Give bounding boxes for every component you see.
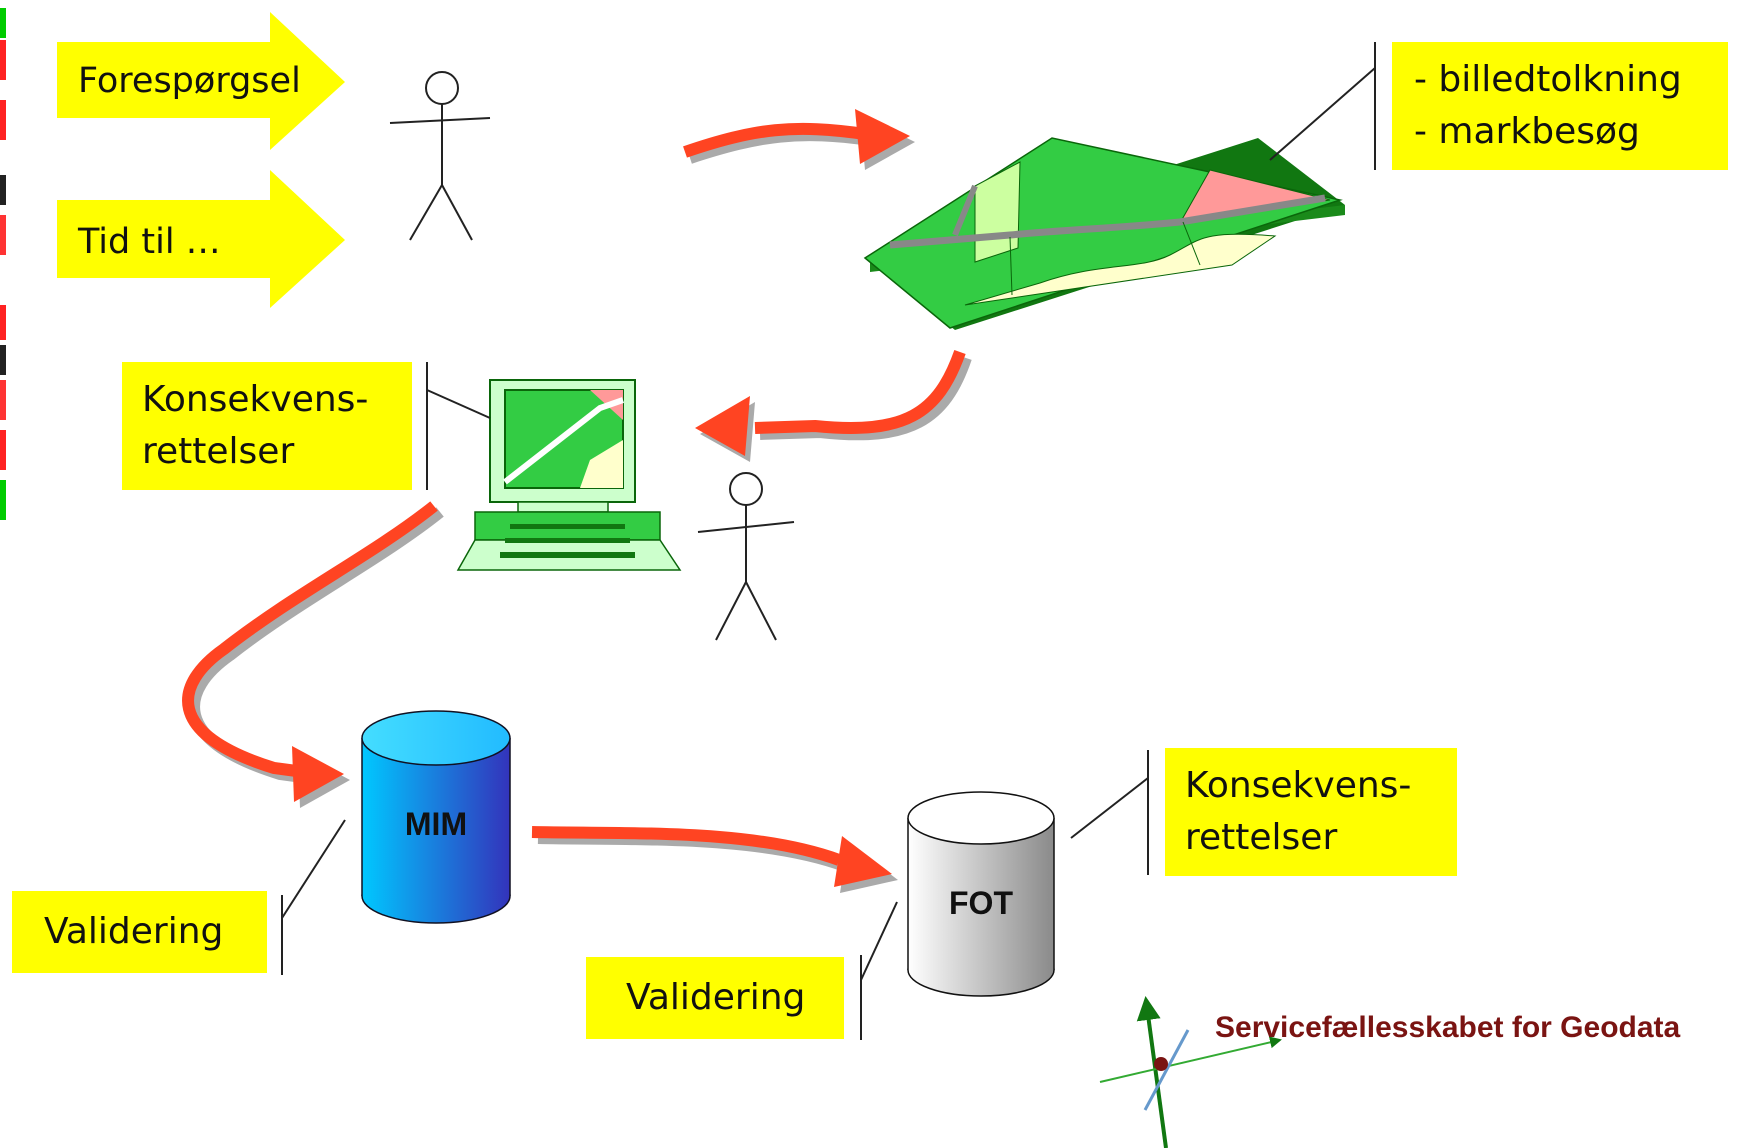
fot-note-callout-line [1070, 750, 1149, 875]
geodata-logo-icon [1099, 996, 1282, 1148]
request-label: Forespørgsel [78, 61, 301, 101]
fot-validation-text: Validering [626, 976, 806, 1018]
time-label: Tid til … [78, 222, 221, 262]
fot-note-line1: Konsekvens- [1185, 764, 1412, 806]
mim-database-icon [361, 710, 511, 924]
flow-arrow-to-fot [531, 826, 898, 893]
terrain-map [863, 137, 1345, 330]
requester-person-icon [389, 71, 491, 241]
workstation-note-line1: Konsekvens- [142, 378, 369, 420]
workstation-note-box: Konsekvens- rettelser [122, 362, 412, 490]
mim-validation-text: Validering [44, 910, 224, 952]
operator-person-icon [697, 472, 795, 641]
field-visit-text: - markbesøg [1414, 111, 1640, 152]
fot-database-label: FOT [949, 885, 1013, 921]
flow-arrow-to-mim [182, 501, 444, 808]
organization-logo-text: Servicefællesskabet for Geodata [1215, 1011, 1681, 1044]
mim-validation-box: Validering [12, 891, 267, 973]
clipped-edge-marks [0, 8, 6, 520]
workstation-note-line2: rettelser [142, 431, 295, 472]
request-arrow [57, 12, 345, 150]
fot-database-icon [907, 791, 1055, 997]
mim-database-label: MIM [404, 806, 468, 842]
fot-validation-box: Validering [586, 957, 844, 1039]
flow-arrow-to-field [683, 109, 915, 170]
computer-icon [456, 379, 682, 571]
workstation-callout-line [426, 362, 491, 490]
fot-validation-callout-line [860, 901, 898, 1040]
time-arrow [57, 170, 345, 308]
methods-label-box: - billedtolkning - markbesøg [1392, 42, 1728, 170]
flow-arrow-to-computer [695, 349, 972, 462]
fot-note-line2: rettelser [1185, 817, 1338, 858]
methods-callout-line [1269, 42, 1376, 170]
fot-note-box: Konsekvens- rettelser [1165, 748, 1457, 876]
photo-interpretation-text: - billedtolkning [1414, 58, 1682, 100]
mim-validation-callout-line [281, 819, 346, 975]
